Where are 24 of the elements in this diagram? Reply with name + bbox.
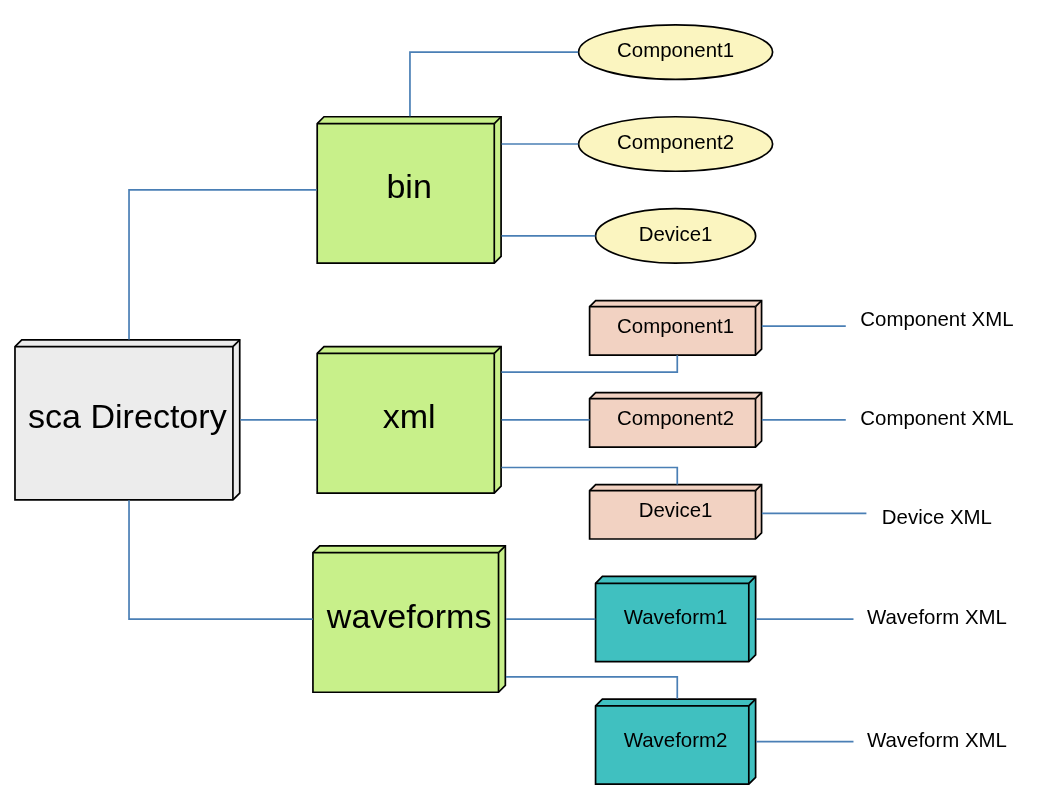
node-text: Waveform XML: [866, 728, 1007, 751]
node-text: Device XML: [881, 505, 992, 528]
connector: [755, 618, 855, 620]
node-ellipse: Component1: [577, 23, 774, 81]
connector: [761, 418, 847, 421]
connector: [500, 354, 679, 373]
connector: [239, 418, 318, 421]
node-text: Component XML: [860, 407, 1014, 430]
node-ellipse: Component2: [577, 115, 774, 173]
connector: [500, 466, 679, 486]
node-text: Component XML: [860, 308, 1014, 331]
connector: [128, 189, 318, 341]
connector: [500, 235, 597, 237]
connector: [409, 51, 580, 117]
connector: [500, 143, 580, 145]
connector: [755, 740, 855, 743]
node-text: Waveform XML: [866, 606, 1007, 629]
connector: [761, 512, 868, 515]
connector: [128, 499, 314, 620]
connector: [505, 618, 597, 620]
connector: [500, 418, 591, 421]
connector: [761, 325, 847, 328]
connector: [505, 676, 679, 700]
node-ellipse: Device1: [594, 207, 757, 265]
